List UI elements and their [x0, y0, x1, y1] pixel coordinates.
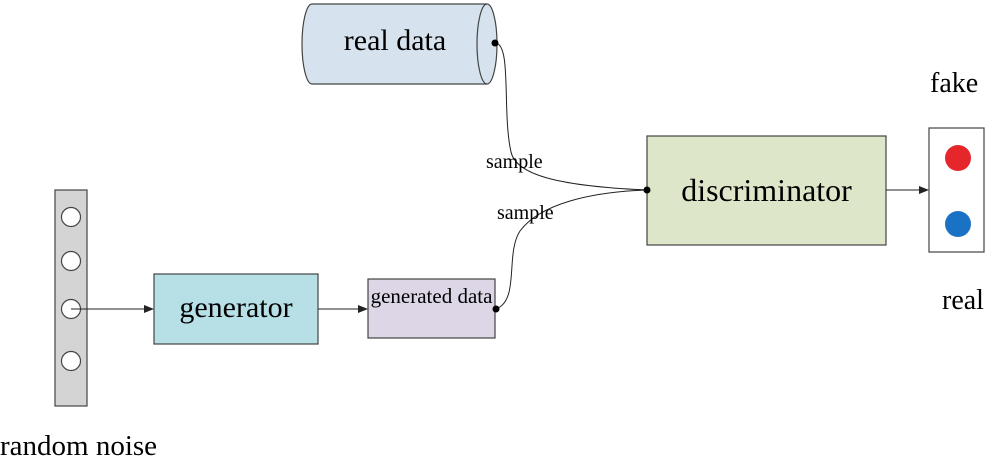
fake-output-dot	[945, 145, 971, 171]
real-data-cylinder-cap	[476, 3, 488, 85]
real-output-label: real	[942, 285, 984, 316]
generated-sample-connector	[495, 189, 648, 310]
generated-data-port	[492, 305, 500, 313]
fake-output-label: fake	[930, 68, 979, 99]
noise-node	[60, 206, 82, 228]
noise-node	[60, 350, 82, 372]
generator-label: generator	[179, 291, 293, 324]
real-data-port	[491, 39, 499, 47]
noise-node	[60, 250, 82, 272]
discriminator-input-port	[643, 186, 651, 194]
real-data-label: real data	[343, 24, 447, 57]
sample-label-real: sample	[486, 151, 543, 173]
random-noise-vector	[54, 189, 88, 407]
output-box	[928, 127, 985, 253]
discriminator-label: discriminator	[681, 172, 852, 208]
real-data-cylinder	[301, 3, 498, 85]
sample-label-generated: sample	[497, 202, 554, 224]
generated-data-label: generated data	[370, 284, 493, 308]
real-sample-connector	[494, 42, 648, 191]
real-output-dot	[945, 211, 971, 237]
generator-box	[153, 273, 319, 345]
random-noise-label: random noise	[0, 430, 158, 462]
generated-data-box	[367, 278, 496, 339]
